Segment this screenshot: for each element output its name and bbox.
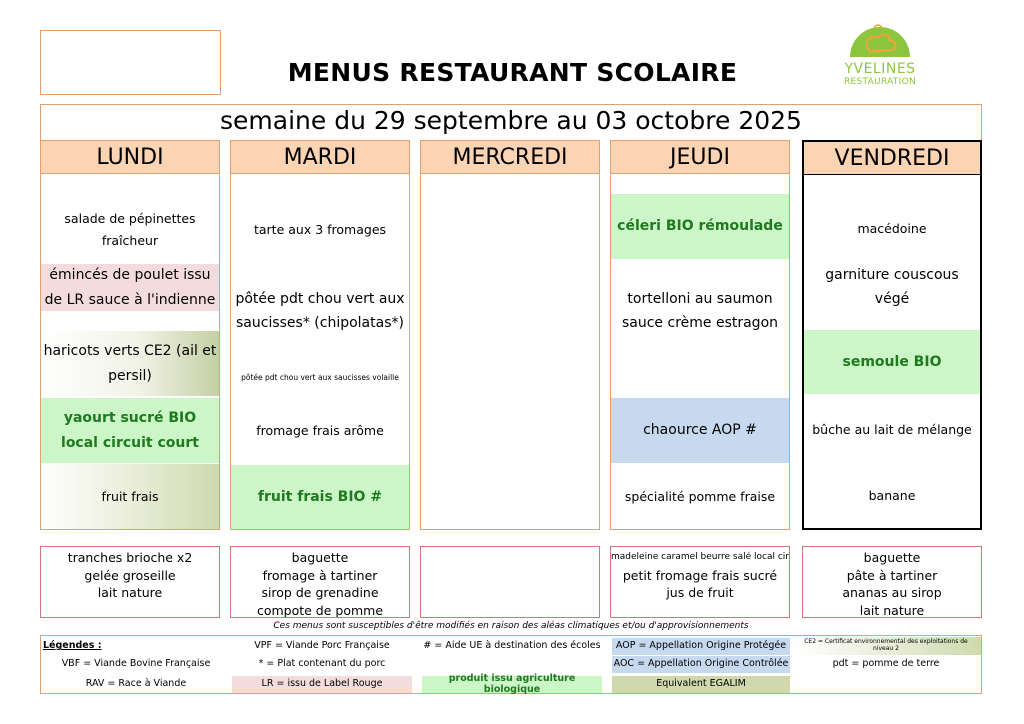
legend-aide-ue: # = Aide UE à destination des écoles	[423, 640, 601, 652]
day-header: VENDREDI	[804, 142, 980, 175]
day-header: LUNDI	[41, 141, 219, 174]
menu-accompagnement: semoule BIO	[804, 330, 980, 394]
menu-entree: céleri BIO rémoulade	[611, 194, 789, 259]
day-column-lundi: LUNDI salade de pépinettes fraîcheur émi…	[40, 140, 220, 530]
day-header: JEUDI	[611, 141, 789, 174]
legend-ce2: CE2 = Certificat environnemental des exp…	[791, 637, 981, 655]
menu-alternative: pôtée pdt chou vert aux saucisses volail…	[241, 373, 399, 383]
menu-entree: macédoine	[857, 221, 927, 237]
gouter-vendredi: baguette pâte à tartiner ananas au sirop…	[802, 546, 982, 618]
legend-aoc: AOC = Appellation Origine Contrôlée	[612, 656, 790, 673]
menu-plat: pôtée pdt chou vert aux saucisses* (chip…	[235, 290, 405, 332]
gouter-item: baguette	[863, 550, 921, 565]
logo-text: YVELINES	[844, 61, 916, 77]
chef-hat-icon	[850, 24, 910, 57]
gouter-item: pâte à tartiner	[846, 567, 938, 583]
logo-subtext: RESTAURATION	[843, 77, 917, 87]
menu-laitage: yaourt sucré BIO local circuit court	[41, 398, 219, 463]
gouter-item: madeleine caramel beurre salé local circ…	[611, 552, 789, 562]
menu-plat: émincés de poulet issu de LR sauce à l'i…	[41, 264, 219, 311]
menu-entree: tarte aux 3 fromages	[253, 222, 387, 238]
page-title: MENUS RESTAURANT SCOLAIRE	[287, 58, 738, 87]
menu-dessert: spécialité pomme fraise	[624, 488, 776, 504]
empty-info-box	[40, 30, 221, 95]
gouter-item: jus de fruit	[666, 585, 734, 600]
gouter-jeudi: madeleine caramel beurre salé local circ…	[610, 546, 790, 618]
menu-plat: tortelloni au saumon sauce crème estrago…	[621, 290, 779, 332]
gouter-item: tranches brioche x2	[67, 550, 193, 565]
gouter-item: gelée groseille	[84, 567, 176, 583]
gouter-mardi: baguette fromage à tartiner sirop de gre…	[230, 546, 410, 618]
gouter-item: baguette	[291, 550, 349, 565]
legend-aop: AOP = Appellation Origine Protégée	[612, 638, 790, 655]
menu-entree: salade de pépinettes fraîcheur	[64, 211, 196, 248]
day-header: MARDI	[231, 141, 409, 174]
menu-dessert: fruit frais BIO #	[231, 465, 409, 529]
menu-laitage: fromage frais arôme	[256, 422, 384, 438]
menu-laitage: chaource AOP #	[611, 398, 789, 463]
legend-label-rouge: LR = issu de Label Rouge	[232, 676, 412, 693]
gouter-item: lait nature	[859, 602, 925, 618]
disclaimer-note: Ces menus sont susceptibles d'être modif…	[273, 621, 749, 631]
legend: Légendes : VPF = Viande Porc Française #…	[40, 635, 982, 694]
menu-plat: garniture couscous végé	[825, 266, 959, 308]
day-column-jeudi: JEUDI céleri BIO rémoulade tortelloni au…	[610, 140, 790, 530]
day-column-mercredi: MERCREDI	[420, 140, 600, 530]
legend-egalim: Equivalent EGALIM	[612, 676, 790, 693]
legend-porc: * = Plat contenant du porc	[258, 658, 386, 670]
day-header: MERCREDI	[421, 141, 599, 174]
legend-vpf: VPF = Viande Porc Française	[254, 640, 390, 652]
gouter-lundi: tranches brioche x2 gelée groseille lait…	[40, 546, 220, 618]
week-frame	[40, 104, 982, 140]
day-column-vendredi: VENDREDI macédoine garniture couscous vé…	[802, 140, 982, 530]
day-column-mardi: MARDI tarte aux 3 fromages pôtée pdt cho…	[230, 140, 410, 530]
menu-accompagnement: haricots verts CE2 (ail et persil)	[41, 331, 219, 396]
legend-bio: produit issu agriculture biologique	[422, 673, 602, 694]
gouter-item: compote de pomme	[256, 602, 384, 618]
gouter-mercredi	[420, 546, 600, 618]
gouter-item: sirop de grenadine	[261, 585, 379, 600]
gouter-item: fromage à tartiner	[262, 567, 378, 583]
gouter-item: ananas au sirop	[842, 585, 942, 600]
menu-laitage: bûche au lait de mélange	[812, 421, 972, 437]
gouter-item: petit fromage frais sucré	[622, 567, 778, 583]
legend-rav: RAV = Race à Viande	[85, 678, 187, 690]
legend-pdt: pdt = pomme de terre	[832, 658, 940, 670]
legend-vbf: VBF = Viande Bovine Française	[61, 658, 211, 670]
week-range: semaine du 29 septembre au 03 octobre 20…	[220, 106, 802, 135]
gouter-item: lait nature	[97, 585, 163, 600]
legend-title: Légendes :	[43, 640, 102, 652]
menu-dessert: fruit frais	[41, 464, 219, 529]
menu-dessert: banane	[868, 487, 916, 503]
